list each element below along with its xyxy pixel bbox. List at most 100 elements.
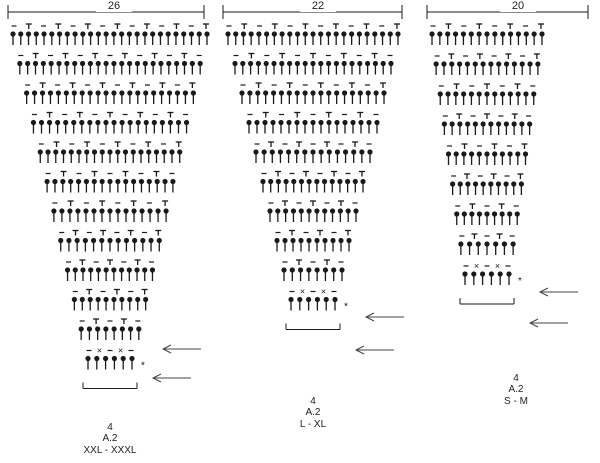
- stitch-symbol: [33, 31, 39, 45]
- tall-stitch-symbol: [282, 200, 288, 206]
- stitch-symbol: [465, 121, 471, 135]
- stitch-symbol: [135, 90, 141, 104]
- stitch-symbol: [99, 237, 105, 252]
- stitch-symbol: [322, 267, 329, 281]
- stitch-symbol: [322, 237, 328, 252]
- stitch-symbol: [539, 31, 545, 45]
- stitch-symbol: [469, 211, 475, 225]
- stitch-symbol: [88, 267, 94, 281]
- tall-stitch-symbol: [25, 23, 32, 29]
- stitch-symbol: [515, 91, 521, 105]
- stitch-symbol: [136, 326, 142, 340]
- pattern-label-lxl: A.2: [305, 407, 321, 418]
- stitch-symbol: [468, 91, 475, 105]
- stitch-symbol: [138, 178, 145, 193]
- stitch-symbol: [325, 31, 332, 45]
- stitch-symbol: [204, 31, 210, 45]
- stitch-symbol: [372, 60, 378, 75]
- stitch-symbol: [310, 90, 316, 104]
- stitch-symbol: [87, 119, 93, 134]
- stitch-symbol: [240, 60, 246, 75]
- stitch-symbol: [507, 151, 513, 165]
- stitch-symbol: [345, 208, 351, 222]
- stitch-symbol: [511, 121, 517, 135]
- tall-stitch-symbol: [122, 170, 129, 177]
- stitch-symbol: [83, 208, 89, 222]
- tall-stitch-symbol: [153, 170, 160, 177]
- stitch-symbol: [248, 31, 254, 45]
- stitch-symbol: [500, 31, 506, 45]
- stitch-symbol: [457, 121, 463, 135]
- tall-stitch-symbol: [255, 82, 262, 88]
- tall-stitch-symbol: [357, 111, 364, 118]
- arrow-left-icon: [528, 318, 568, 328]
- stitch-symbol: [476, 31, 482, 45]
- stitch-symbol: [55, 90, 61, 104]
- stitch-symbol: [310, 31, 316, 45]
- stitch-symbol: [130, 178, 137, 193]
- stitch-symbol: [314, 237, 320, 252]
- stitch-symbol: [349, 60, 355, 75]
- stitch-symbol: [279, 31, 285, 45]
- tall-stitch-symbol: [60, 170, 67, 177]
- stitch-symbol: [458, 241, 464, 255]
- stitch-symbol: [457, 61, 463, 75]
- stitch-symbol: [177, 149, 183, 163]
- stitch-symbol: [469, 151, 475, 165]
- stitch-symbol: [462, 271, 468, 285]
- stitch-symbol: [247, 90, 253, 104]
- stitch-count-label-lxl: 22: [300, 1, 336, 12]
- stitch-symbol: [302, 90, 308, 104]
- stitch-symbol: [379, 31, 386, 45]
- stitch-symbol: [248, 60, 254, 75]
- arrow-left-icon: [538, 287, 578, 297]
- stitch-symbol: [115, 149, 121, 163]
- stitch-symbol: [103, 60, 109, 75]
- stitch-symbol: [122, 149, 129, 163]
- stitch-symbol: [46, 119, 53, 134]
- stitch-symbol: [341, 60, 347, 75]
- stitch-symbol: [437, 91, 443, 105]
- stitch-symbol: [255, 90, 261, 104]
- stitch-symbol: [507, 31, 514, 45]
- stitch-symbol: [271, 60, 277, 75]
- stitch-symbol: [433, 61, 439, 75]
- stitch-symbol: [95, 90, 101, 104]
- stitch-symbol: [337, 178, 343, 193]
- stitch-symbol: [314, 178, 320, 193]
- stitch-symbol: [310, 60, 316, 75]
- stitch-symbol: [111, 31, 117, 45]
- stitch-symbol: [484, 151, 490, 165]
- stitch-symbol: [87, 296, 93, 311]
- stitch-symbol: [350, 119, 356, 134]
- stitch-symbol: [514, 211, 520, 225]
- stitch-symbol: [480, 271, 486, 285]
- stitch-symbol: [80, 31, 86, 45]
- stitch-symbol: [338, 237, 344, 252]
- stitch-symbol: [134, 31, 140, 45]
- stitch-symbol: [503, 61, 510, 75]
- stitch-symbol: [318, 90, 324, 104]
- stitch-symbol: [341, 31, 347, 45]
- stitch-symbol: [270, 90, 277, 104]
- stitch-count-label-sm: 20: [500, 1, 536, 12]
- stitch-symbol: [246, 119, 252, 134]
- stitch-symbol: [127, 119, 133, 134]
- tall-stitch-symbol: [69, 82, 76, 88]
- stitch-symbol: [289, 267, 295, 281]
- stitch-symbol: [522, 151, 529, 165]
- stitch-symbol: [87, 60, 93, 75]
- stitch-symbol: [174, 90, 181, 104]
- stitch-symbol: [535, 61, 541, 75]
- stitch-symbol: [111, 355, 117, 370]
- stitch-symbol: [71, 90, 77, 104]
- stitch-symbol: [364, 31, 370, 45]
- stitch-symbol: [103, 267, 109, 281]
- stitch-symbol: [140, 237, 146, 252]
- stitch-symbol: [263, 60, 269, 75]
- tall-stitch-symbol: [521, 143, 528, 149]
- stitch-symbol: [150, 31, 156, 45]
- stitch-symbol: [103, 31, 109, 45]
- stitch-symbol: [282, 237, 288, 252]
- stitch-symbol: [82, 237, 88, 252]
